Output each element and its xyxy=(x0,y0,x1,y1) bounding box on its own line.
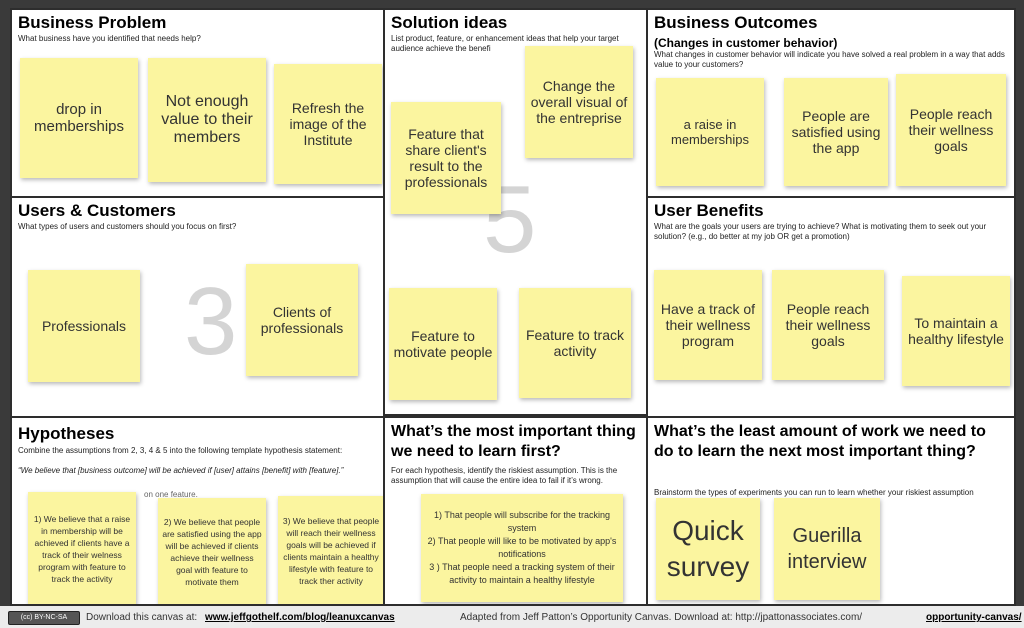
solution-ideas-title: Solution ideas xyxy=(391,13,508,32)
users-customers-prompt: What types of users and customers should… xyxy=(18,222,237,231)
download-link[interactable]: www.jeffgothelf.com/blog/leanuxcanvas xyxy=(205,612,395,623)
hypotheses-hint: on one feature. xyxy=(144,490,198,499)
adapted-text: Adapted from Jeff Patton’s Opportunity C… xyxy=(460,612,863,623)
adapted-link[interactable]: opportunity-canvas/ xyxy=(926,612,1022,623)
hypotheses-title: Hypotheses xyxy=(18,424,115,443)
business-outcomes-prompt: What changes in customer behavior will i… xyxy=(654,50,1005,69)
hypotheses-section: Hypotheses Combine the assumptions from … xyxy=(10,416,385,606)
sticky-note[interactable]: To maintain a healthy lifestyle xyxy=(902,276,1010,386)
users-customers-title: Users & Customers xyxy=(18,201,176,220)
sticky-note[interactable]: 2) We believe that people are satisfied … xyxy=(158,498,266,604)
learn-first-title: What’s the most important thing we need … xyxy=(391,423,636,460)
sticky-note[interactable]: Feature that share client's result to th… xyxy=(391,102,501,214)
sticky-note[interactable]: Refresh the image of the Institute xyxy=(274,64,382,184)
business-outcomes-title: Business Outcomes xyxy=(654,13,818,32)
sticky-note[interactable]: Quick survey xyxy=(656,498,760,600)
footer: (cc) BY-NC-SA Download this canvas at: w… xyxy=(0,606,1024,628)
cc-license-badge: (cc) BY-NC-SA xyxy=(8,611,80,625)
sticky-note[interactable]: Change the overall visual of the entrepr… xyxy=(525,46,633,158)
user-benefits-prompt: What are the goals your users are trying… xyxy=(654,222,987,241)
user-benefits-title: User Benefits xyxy=(654,201,764,220)
lean-ux-canvas: Business Problem What business have you … xyxy=(10,8,1016,606)
sticky-note[interactable]: drop in memberships xyxy=(20,58,138,178)
sticky-note[interactable]: a raise in memberships xyxy=(656,78,764,186)
sticky-note[interactable]: 3) We believe that people will reach the… xyxy=(278,496,383,604)
sticky-note[interactable]: 1) That people will subscribe for the tr… xyxy=(421,494,623,602)
sticky-note[interactable]: People reach their wellness goals xyxy=(896,74,1006,186)
download-text: Download this canvas at: xyxy=(86,612,198,623)
business-outcomes-subtitle: (Changes in customer behavior) xyxy=(654,36,838,50)
hypothesis-template: “We believe that [business outcome] will… xyxy=(18,466,344,475)
business-problem-title: Business Problem xyxy=(18,13,167,32)
least-work-prompt: Brainstorm the types of experiments you … xyxy=(654,488,974,497)
hypotheses-prompt: Combine the assumptions from 2, 3, 4 & 5… xyxy=(18,446,343,455)
sticky-note[interactable]: Guerilla interview xyxy=(774,498,880,600)
business-problem-prompt: What business have you identified that n… xyxy=(18,34,201,43)
least-work-title: What’s the least amount of work we need … xyxy=(654,423,986,460)
section-number: 3 xyxy=(184,268,238,375)
business-outcomes-section: Business Outcomes (Changes in customer b… xyxy=(646,8,1016,198)
sticky-note[interactable]: Clients of professionals xyxy=(246,264,358,376)
user-benefits-section: User Benefits What are the goals your us… xyxy=(646,196,1016,418)
sticky-note[interactable]: People are satisfied using the app xyxy=(784,78,888,186)
solution-ideas-prompt: List product, feature, or enhancement id… xyxy=(391,34,619,53)
sticky-note[interactable]: Feature to track activity xyxy=(519,288,631,398)
sticky-note[interactable]: Have a track of their wellness program xyxy=(654,270,762,380)
sticky-note[interactable]: Feature to motivate people xyxy=(389,288,497,400)
sticky-note[interactable]: 1) We believe that a raise in membership… xyxy=(28,492,136,604)
sticky-note[interactable]: Professionals xyxy=(28,270,140,382)
business-problem-section: Business Problem What business have you … xyxy=(10,8,385,198)
solution-ideas-section: Solution ideas List product, feature, or… xyxy=(383,8,648,416)
sticky-note[interactable]: People reach their wellness goals xyxy=(772,270,884,380)
least-work-section: What’s the least amount of work we need … xyxy=(646,416,1016,606)
learn-first-section: What’s the most important thing we need … xyxy=(383,416,648,606)
users-customers-section: Users & Customers What types of users an… xyxy=(10,196,385,418)
sticky-note[interactable]: Not enough value to their members xyxy=(148,58,266,182)
learn-first-prompt: For each hypothesis, identify the riskie… xyxy=(391,466,618,485)
